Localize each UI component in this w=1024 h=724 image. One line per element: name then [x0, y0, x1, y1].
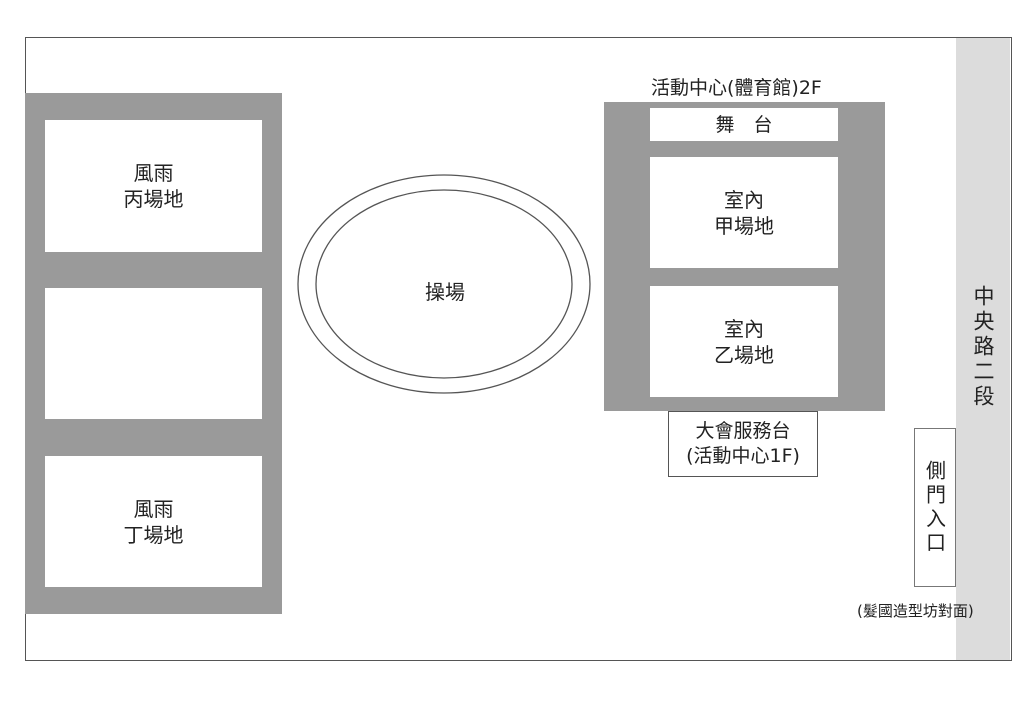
playground-label: 操場: [425, 280, 465, 304]
court-d: 風雨 丁場地: [45, 456, 262, 587]
court-b: 室內 乙場地: [650, 286, 838, 397]
court-a: 室內 甲場地: [650, 157, 838, 268]
side-gate: 側門入口: [914, 428, 956, 587]
activity-center-title: 活動中心(體育館)2F: [651, 77, 822, 99]
road-central-section-2: [956, 38, 1010, 660]
side-gate-note: (髮國造型坊對面): [857, 602, 974, 620]
court-unlabeled: [45, 288, 262, 419]
court-c: 風雨 丙場地: [45, 120, 262, 252]
service-desk-title: 大會服務台: [695, 420, 791, 442]
playground-track: [297, 174, 591, 394]
stage: 舞 台: [650, 108, 838, 141]
service-desk-location: (活動中心1F): [686, 445, 800, 467]
service-desk: 大會服務台 (活動中心1F): [668, 411, 818, 477]
road-label: 中央路二段: [971, 285, 995, 410]
